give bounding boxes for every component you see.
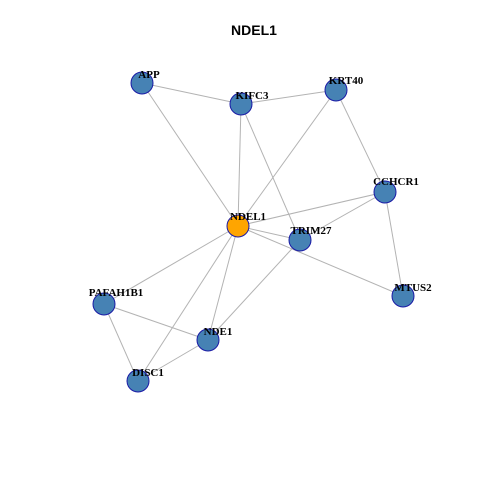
edge-cchcr1-mtus2 (384, 191, 404, 297)
node-label-cchcr1: CCHCR1 (373, 176, 419, 188)
edge-kifc3-ndel1 (237, 103, 242, 227)
node-circle-disc1 (126, 369, 150, 393)
edge-trim27-nde1 (207, 239, 301, 341)
node-disc1: DISC1 (126, 367, 164, 393)
node-pafah1b1: PAFAH1B1 (89, 287, 144, 316)
diagram-title: NDEL1 (231, 22, 277, 38)
node-circle-kifc3 (229, 92, 253, 116)
edge-ndel1-pafah1b1 (103, 225, 239, 305)
node-label-ndel1: NDEL1 (230, 211, 266, 223)
node-circle-ndel1 (226, 214, 250, 238)
edge-pafah1b1-disc1 (103, 303, 139, 382)
edges-layer (103, 82, 404, 382)
edge-cchcr1-ndel1 (237, 191, 386, 227)
edge-pafah1b1-nde1 (103, 303, 209, 341)
edge-ndel1-disc1 (137, 225, 239, 382)
node-label-app: APP (138, 69, 160, 81)
node-kifc3: KIFC3 (229, 90, 270, 116)
node-label-pafah1b1: PAFAH1B1 (89, 287, 144, 299)
node-circle-app (130, 71, 154, 95)
edge-krt40-ndel1 (237, 89, 337, 227)
node-circle-cchcr1 (373, 180, 397, 204)
node-circle-nde1 (196, 328, 220, 352)
node-label-nde1: NDE1 (204, 326, 233, 338)
node-mtus2: MTUS2 (391, 282, 432, 308)
edge-ndel1-mtus2 (237, 225, 404, 297)
node-trim27: TRIM27 (288, 225, 332, 252)
node-label-kifc3: KIFC3 (236, 90, 270, 102)
node-label-disc1: DISC1 (132, 367, 164, 379)
node-circle-pafah1b1 (92, 292, 116, 316)
edge-kifc3-krt40 (240, 89, 337, 105)
node-nde1: NDE1 (196, 326, 233, 352)
edge-kifc3-trim27 (240, 103, 301, 241)
node-label-trim27: TRIM27 (291, 225, 332, 237)
node-cchcr1: CCHCR1 (373, 176, 419, 204)
edge-nde1-disc1 (137, 339, 209, 382)
node-circle-mtus2 (391, 284, 415, 308)
node-circle-krt40 (324, 78, 348, 102)
node-circle-trim27 (288, 228, 312, 252)
node-ndel1: NDEL1 (226, 211, 266, 238)
edge-cchcr1-trim27 (299, 191, 386, 241)
node-krt40: KRT40 (324, 75, 364, 102)
edge-krt40-cchcr1 (335, 89, 386, 193)
edge-app-kifc3 (141, 82, 242, 105)
node-app: APP (130, 69, 160, 95)
node-label-mtus2: MTUS2 (394, 282, 432, 294)
node-label-krt40: KRT40 (329, 75, 364, 87)
edge-ndel1-nde1 (207, 225, 239, 341)
edge-app-ndel1 (141, 82, 239, 227)
